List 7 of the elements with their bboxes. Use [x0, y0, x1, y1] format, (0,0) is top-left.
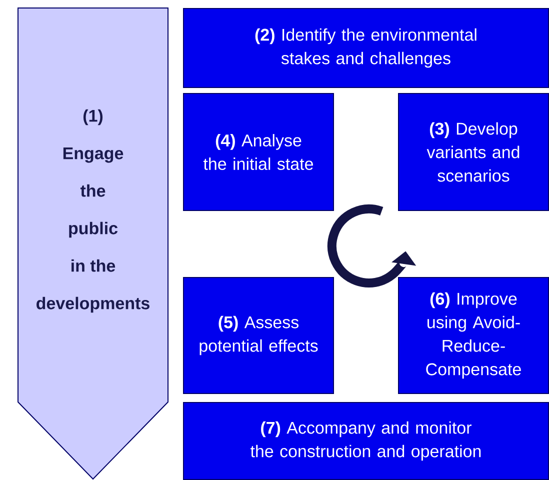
- process-box: (4) Analyse the initial state: [183, 93, 334, 211]
- process-box: (2) Identify the environmental stakes and challenges: [183, 8, 549, 88]
- process-box: (6) Improve using Avoid-Reduce-Compensate: [398, 277, 549, 394]
- process-box: (5) Assess potential effects: [183, 277, 334, 394]
- process-box: (3) Develop variants and scenarios: [398, 93, 549, 211]
- arrow-box: (1) Engage the public in the developments: [18, 8, 168, 480]
- process-box: (7) Accompany and monitor the construction and operation: [183, 402, 549, 480]
